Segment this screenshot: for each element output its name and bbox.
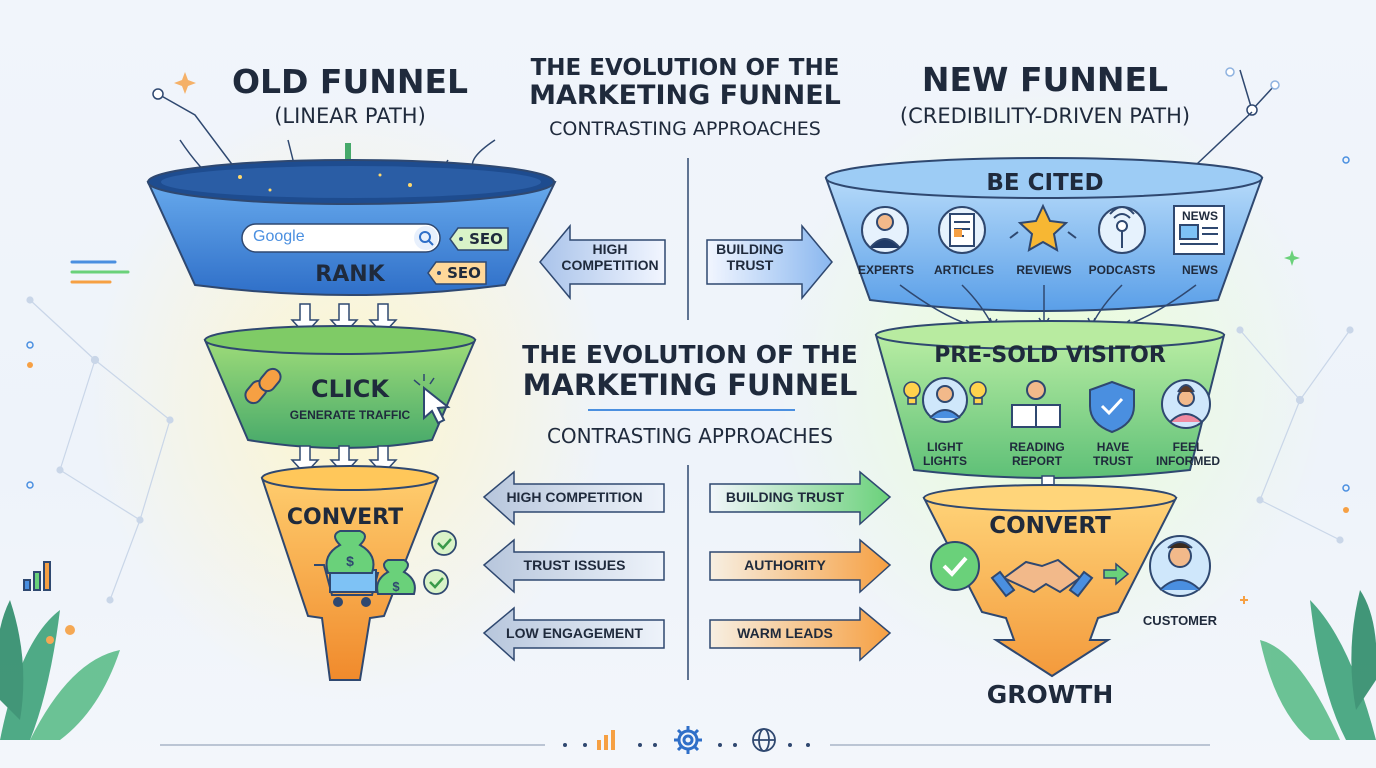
shield-icon <box>1089 380 1135 434</box>
stage-rank-text: RANK <box>315 262 385 287</box>
podcast-icon <box>1098 206 1146 254</box>
old-funnel: $ $ <box>146 139 557 681</box>
stage-cited-label: BE CITED <box>986 170 1104 196</box>
news-icon-text: NEWS <box>1182 209 1218 223</box>
arrow-left-label-2: TRUST ISSUES <box>523 557 626 573</box>
cited-item-articles: ARTICLES <box>934 263 994 277</box>
new-funnel-heading: NEW FUNNEL <box>921 60 1169 99</box>
cited-item-reviews: REVIEWS <box>1016 263 1072 277</box>
seo-tag-2-label: SEO <box>447 264 481 282</box>
arrow-building-trust-top-line2: TRUST <box>726 257 774 273</box>
cited-item-podcasts: PODCASTS <box>1088 263 1156 277</box>
search-icon <box>419 231 434 246</box>
growth-label: GROWTH <box>986 680 1114 709</box>
presold-item-1-line1: LIGHT <box>927 440 963 454</box>
new-funnel <box>824 111 1264 678</box>
stage-convert-new-label: CONVERT <box>989 513 1111 539</box>
presold-item-2-line2: REPORT <box>1011 454 1062 468</box>
presold-item-4-line1: FEEL <box>1172 440 1204 454</box>
search-bar <box>241 223 441 253</box>
arrow-authority <box>709 538 892 594</box>
arrow-building-trust-top <box>706 223 833 301</box>
search-brand: Google <box>253 228 305 245</box>
money-bag-icon: $ $ <box>325 530 416 595</box>
stage-click-label: CLICK <box>310 375 390 403</box>
stage-presold-label: PRE-SOLD VISITOR <box>934 343 1166 368</box>
presold-item-2-line1: READING <box>1009 440 1065 454</box>
reading-person-icon <box>1011 380 1061 428</box>
customer-avatar-icon <box>1149 535 1211 597</box>
arrow-warm-leads <box>709 606 892 662</box>
arrow-high-competition-top-line1: HIGH <box>592 241 628 257</box>
arrow-left-label-3: LOW ENGAGEMENT <box>506 625 643 641</box>
svg-text:$: $ <box>346 553 354 569</box>
presold-item-4-line2: INFORMED <box>1156 454 1220 468</box>
bar-chart-icon <box>23 561 51 591</box>
cited-item-news: NEWS <box>1182 263 1218 277</box>
arrow-building-trust <box>709 470 892 526</box>
cited-item-experts: EXPERTS <box>857 263 914 277</box>
globe-icon <box>752 728 776 752</box>
stage-convert-label: CONVERT <box>286 505 404 530</box>
plant-left <box>0 600 120 740</box>
page-title-line2: MARKETING FUNNEL <box>529 80 841 111</box>
mid-subtitle: CONTRASTING APPROACHES <box>546 424 834 448</box>
svg-text:$: $ <box>392 579 400 594</box>
stage-click-sub: GENERATE TRAFFIC <box>289 408 411 422</box>
mid-title-line1: THE EVOLUTION OF THE <box>522 340 858 369</box>
old-funnel-heading: OLD FUNNEL <box>231 62 469 101</box>
arrow-high-competition-top-line2: COMPETITION <box>561 257 659 273</box>
star-icon <box>1009 203 1077 252</box>
presold-item-3-line1: HAVE <box>1096 440 1130 454</box>
seo-tag-1 <box>449 227 509 251</box>
person-icon <box>861 206 909 254</box>
arrow-right-label-1: BUILDING TRUST <box>725 489 845 505</box>
news-icon <box>1173 205 1225 255</box>
cursor-icon <box>413 374 451 425</box>
person-icon <box>922 377 968 423</box>
arrow-left-label-1: HIGH COMPETITION <box>506 489 643 505</box>
presold-item-3-line2: TRUST <box>1093 454 1133 468</box>
arrow-right-label-2: AUTHORITY <box>744 557 826 573</box>
customer-label: CUSTOMER <box>1142 613 1218 628</box>
plant-right <box>1260 590 1376 740</box>
arrow-high-competition <box>482 470 665 526</box>
seo-tag-1-label: SEO <box>469 230 503 248</box>
bar-chart-icon <box>597 730 615 750</box>
page-subtitle: CONTRASTING APPROACHES <box>549 118 821 140</box>
arrow-right-label-3: WARM LEADS <box>737 625 833 641</box>
gear-icon <box>674 726 702 754</box>
handshake-icon <box>990 558 1094 598</box>
seo-tag-2 <box>427 261 487 285</box>
check-icon <box>423 530 457 595</box>
new-funnel-subheading: (CREDIBILITY-DRIVEN PATH) <box>899 104 1191 128</box>
arrow-low-engagement <box>482 606 665 662</box>
lightbulb-icon <box>903 381 987 405</box>
article-icon <box>938 206 986 254</box>
arrow-high-competition-top <box>539 223 666 301</box>
arrow-trust-issues <box>482 538 665 594</box>
old-funnel-subheading: (LINEAR PATH) <box>274 104 426 128</box>
presold-item-1-line2: LIGHTS <box>923 454 967 468</box>
chain-link-icon <box>244 367 282 405</box>
person-icon <box>1161 379 1211 429</box>
mid-title-line2: MARKETING FUNNEL <box>522 368 858 402</box>
page-title-line1: THE EVOLUTION OF THE <box>530 55 840 81</box>
check-icon <box>930 541 980 591</box>
arrow-building-trust-top-line1: BUILDING <box>716 241 784 257</box>
